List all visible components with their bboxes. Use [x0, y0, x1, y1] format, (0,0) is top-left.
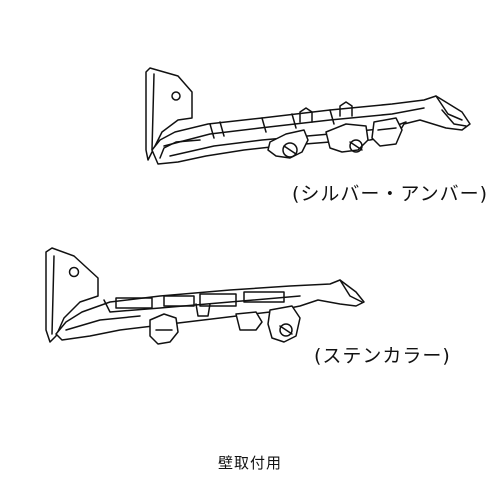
caption-wall-mount: 壁取付用	[217, 454, 282, 472]
screw-hole	[171, 91, 181, 101]
top-bracket	[145, 67, 471, 165]
variant-label-stain-color: (ステンカラー)	[314, 345, 451, 367]
screw-hole	[68, 266, 80, 278]
variant-label-silver-amber: (シルバー・アンバー)	[292, 183, 489, 205]
bottom-bracket	[45, 247, 365, 345]
